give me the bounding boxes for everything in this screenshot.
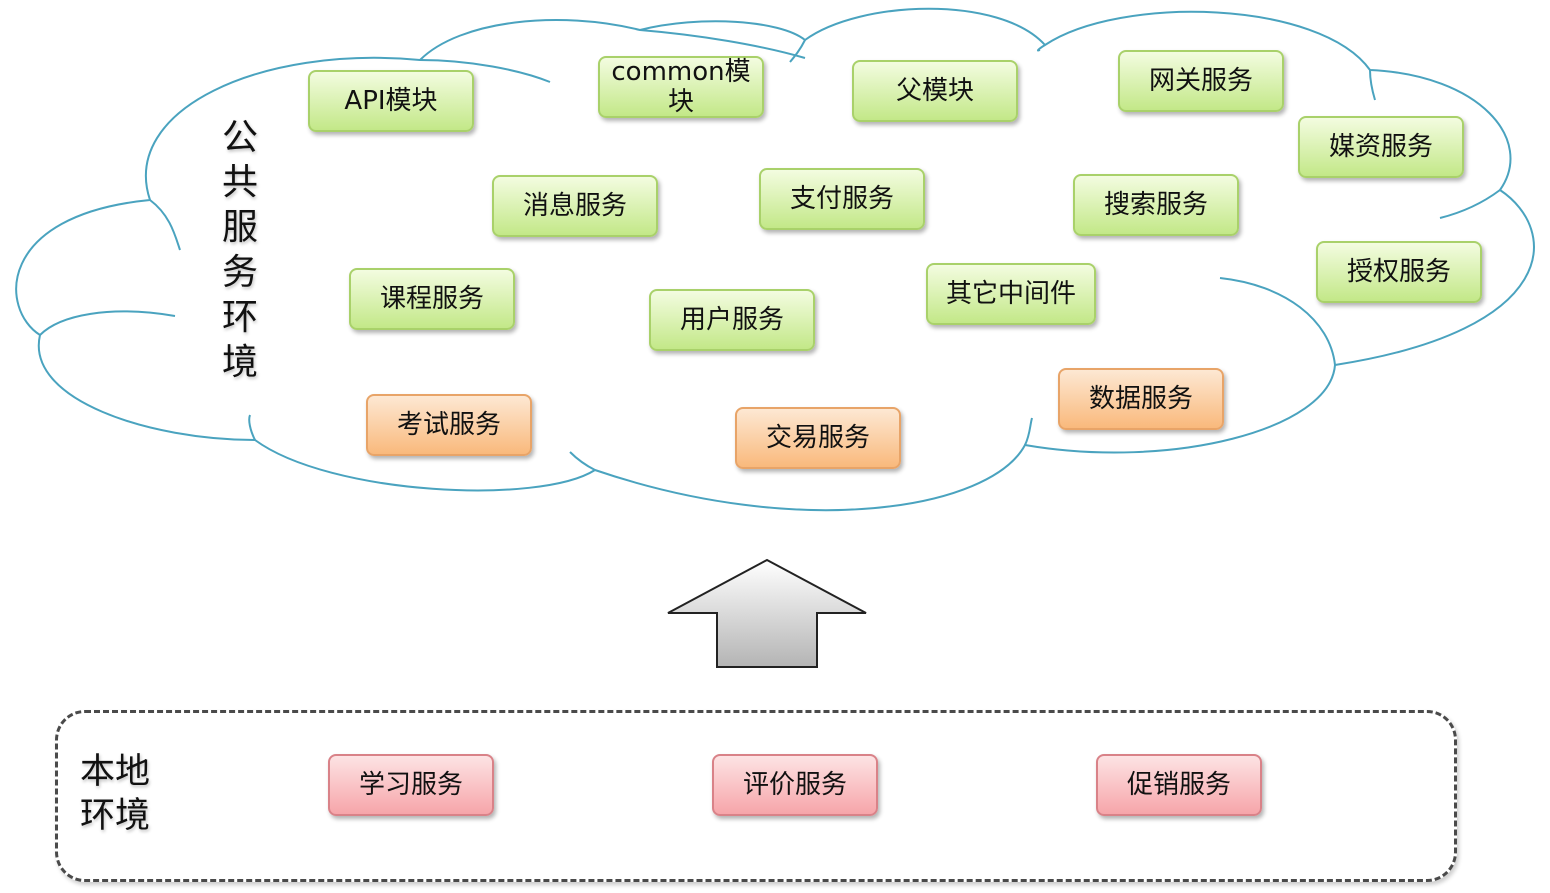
local-title: 本地环境 [80,752,151,836]
auth-service-box[interactable]: 授权服务 [1316,241,1482,303]
exam-service-box[interactable]: 考试服务 [366,394,532,456]
cloud-title: 公共服务环境 [221,117,258,383]
search-service-box[interactable]: 搜索服务 [1073,174,1239,236]
parent-module-box[interactable]: 父模块 [852,60,1018,122]
payment-service-box[interactable]: 支付服务 [759,168,925,230]
message-service-box[interactable]: 消息服务 [492,175,658,237]
user-service-box[interactable]: 用户服务 [649,289,815,351]
middleware-box[interactable]: 其它中间件 [926,263,1096,325]
cloud-inner-arcs [39,29,1501,471]
promotion-service-box[interactable]: 促销服务 [1096,754,1262,816]
up-arrow [667,558,867,668]
study-service-box[interactable]: 学习服务 [328,754,494,816]
local-environment-frame [55,710,1457,882]
course-service-box[interactable]: 课程服务 [349,268,515,330]
common-module-box[interactable]: common模块 [598,56,764,118]
media-service-box[interactable]: 媒资服务 [1298,116,1464,178]
review-service-box[interactable]: 评价服务 [712,754,878,816]
trade-service-box[interactable]: 交易服务 [735,407,901,469]
data-service-box[interactable]: 数据服务 [1058,368,1224,430]
api-module-box[interactable]: API模块 [308,70,474,132]
gateway-service-box[interactable]: 网关服务 [1118,50,1284,112]
